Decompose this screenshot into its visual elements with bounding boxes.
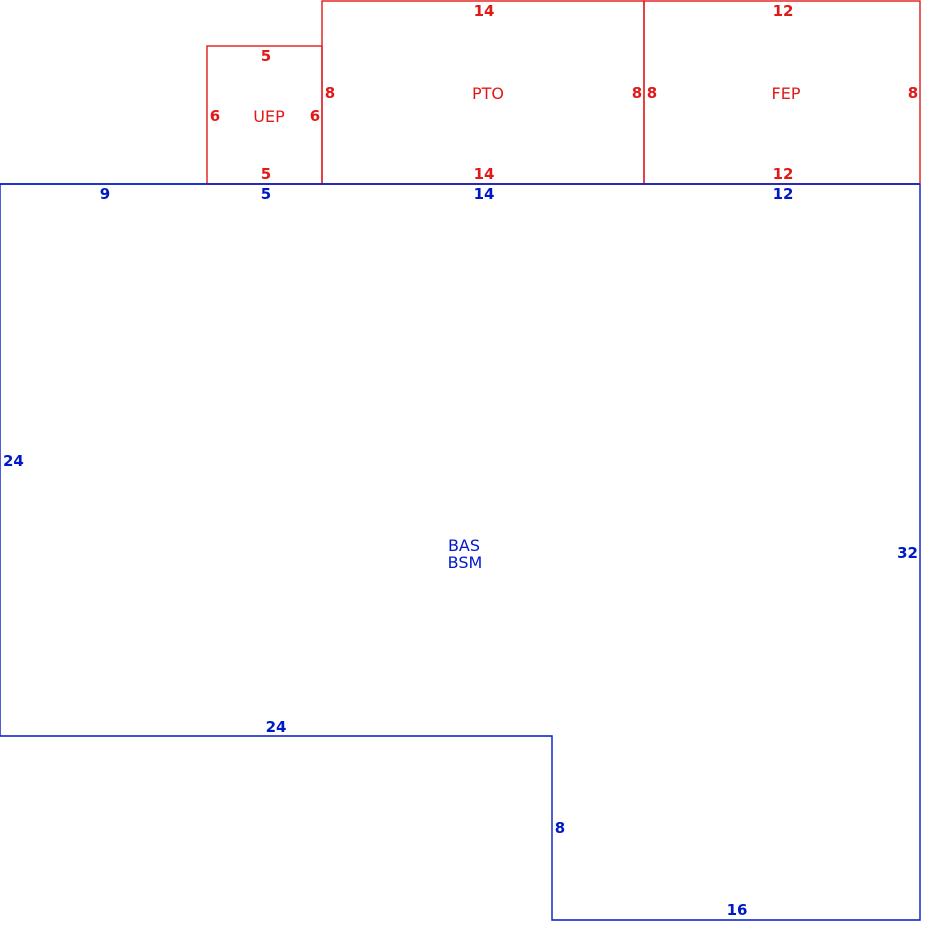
main-top-pto-dimension: 14 [474,185,495,203]
main-right-dimension: 32 [897,544,918,562]
fep-top-dimension: 12 [773,2,794,20]
main-top-left-dimension: 9 [100,185,110,203]
main-top-uep-dimension: 5 [261,185,271,203]
fep-label: FEP [772,84,801,103]
pto-left-dimension: 8 [325,84,335,102]
main-area-label-bas: BAS [448,536,480,555]
uep-right-dimension: 6 [310,107,320,125]
main-top-fep-dimension: 12 [773,185,794,203]
main-left-dimension: 24 [3,452,24,470]
pto-bottom-dimension: 14 [474,165,495,183]
pto-right-dimension: 8 [632,84,642,102]
main-step-side-dimension: 8 [555,819,565,837]
uep-top-dimension: 5 [261,47,271,65]
main-area-label-bsm: BSM [448,553,483,572]
fep-bottom-dimension: 12 [773,165,794,183]
fep-left-dimension: 8 [647,84,657,102]
uep-label: UEP [253,107,285,126]
fep-right-dimension: 8 [908,84,918,102]
uep-bottom-dimension: 5 [261,165,271,183]
main-step-bottom-dimension: 24 [266,718,287,736]
pto-top-dimension: 14 [474,2,495,20]
main-bottom-dimension: 16 [727,901,748,919]
pto-label: PTO [472,84,504,103]
uep-left-dimension: 6 [210,107,220,125]
